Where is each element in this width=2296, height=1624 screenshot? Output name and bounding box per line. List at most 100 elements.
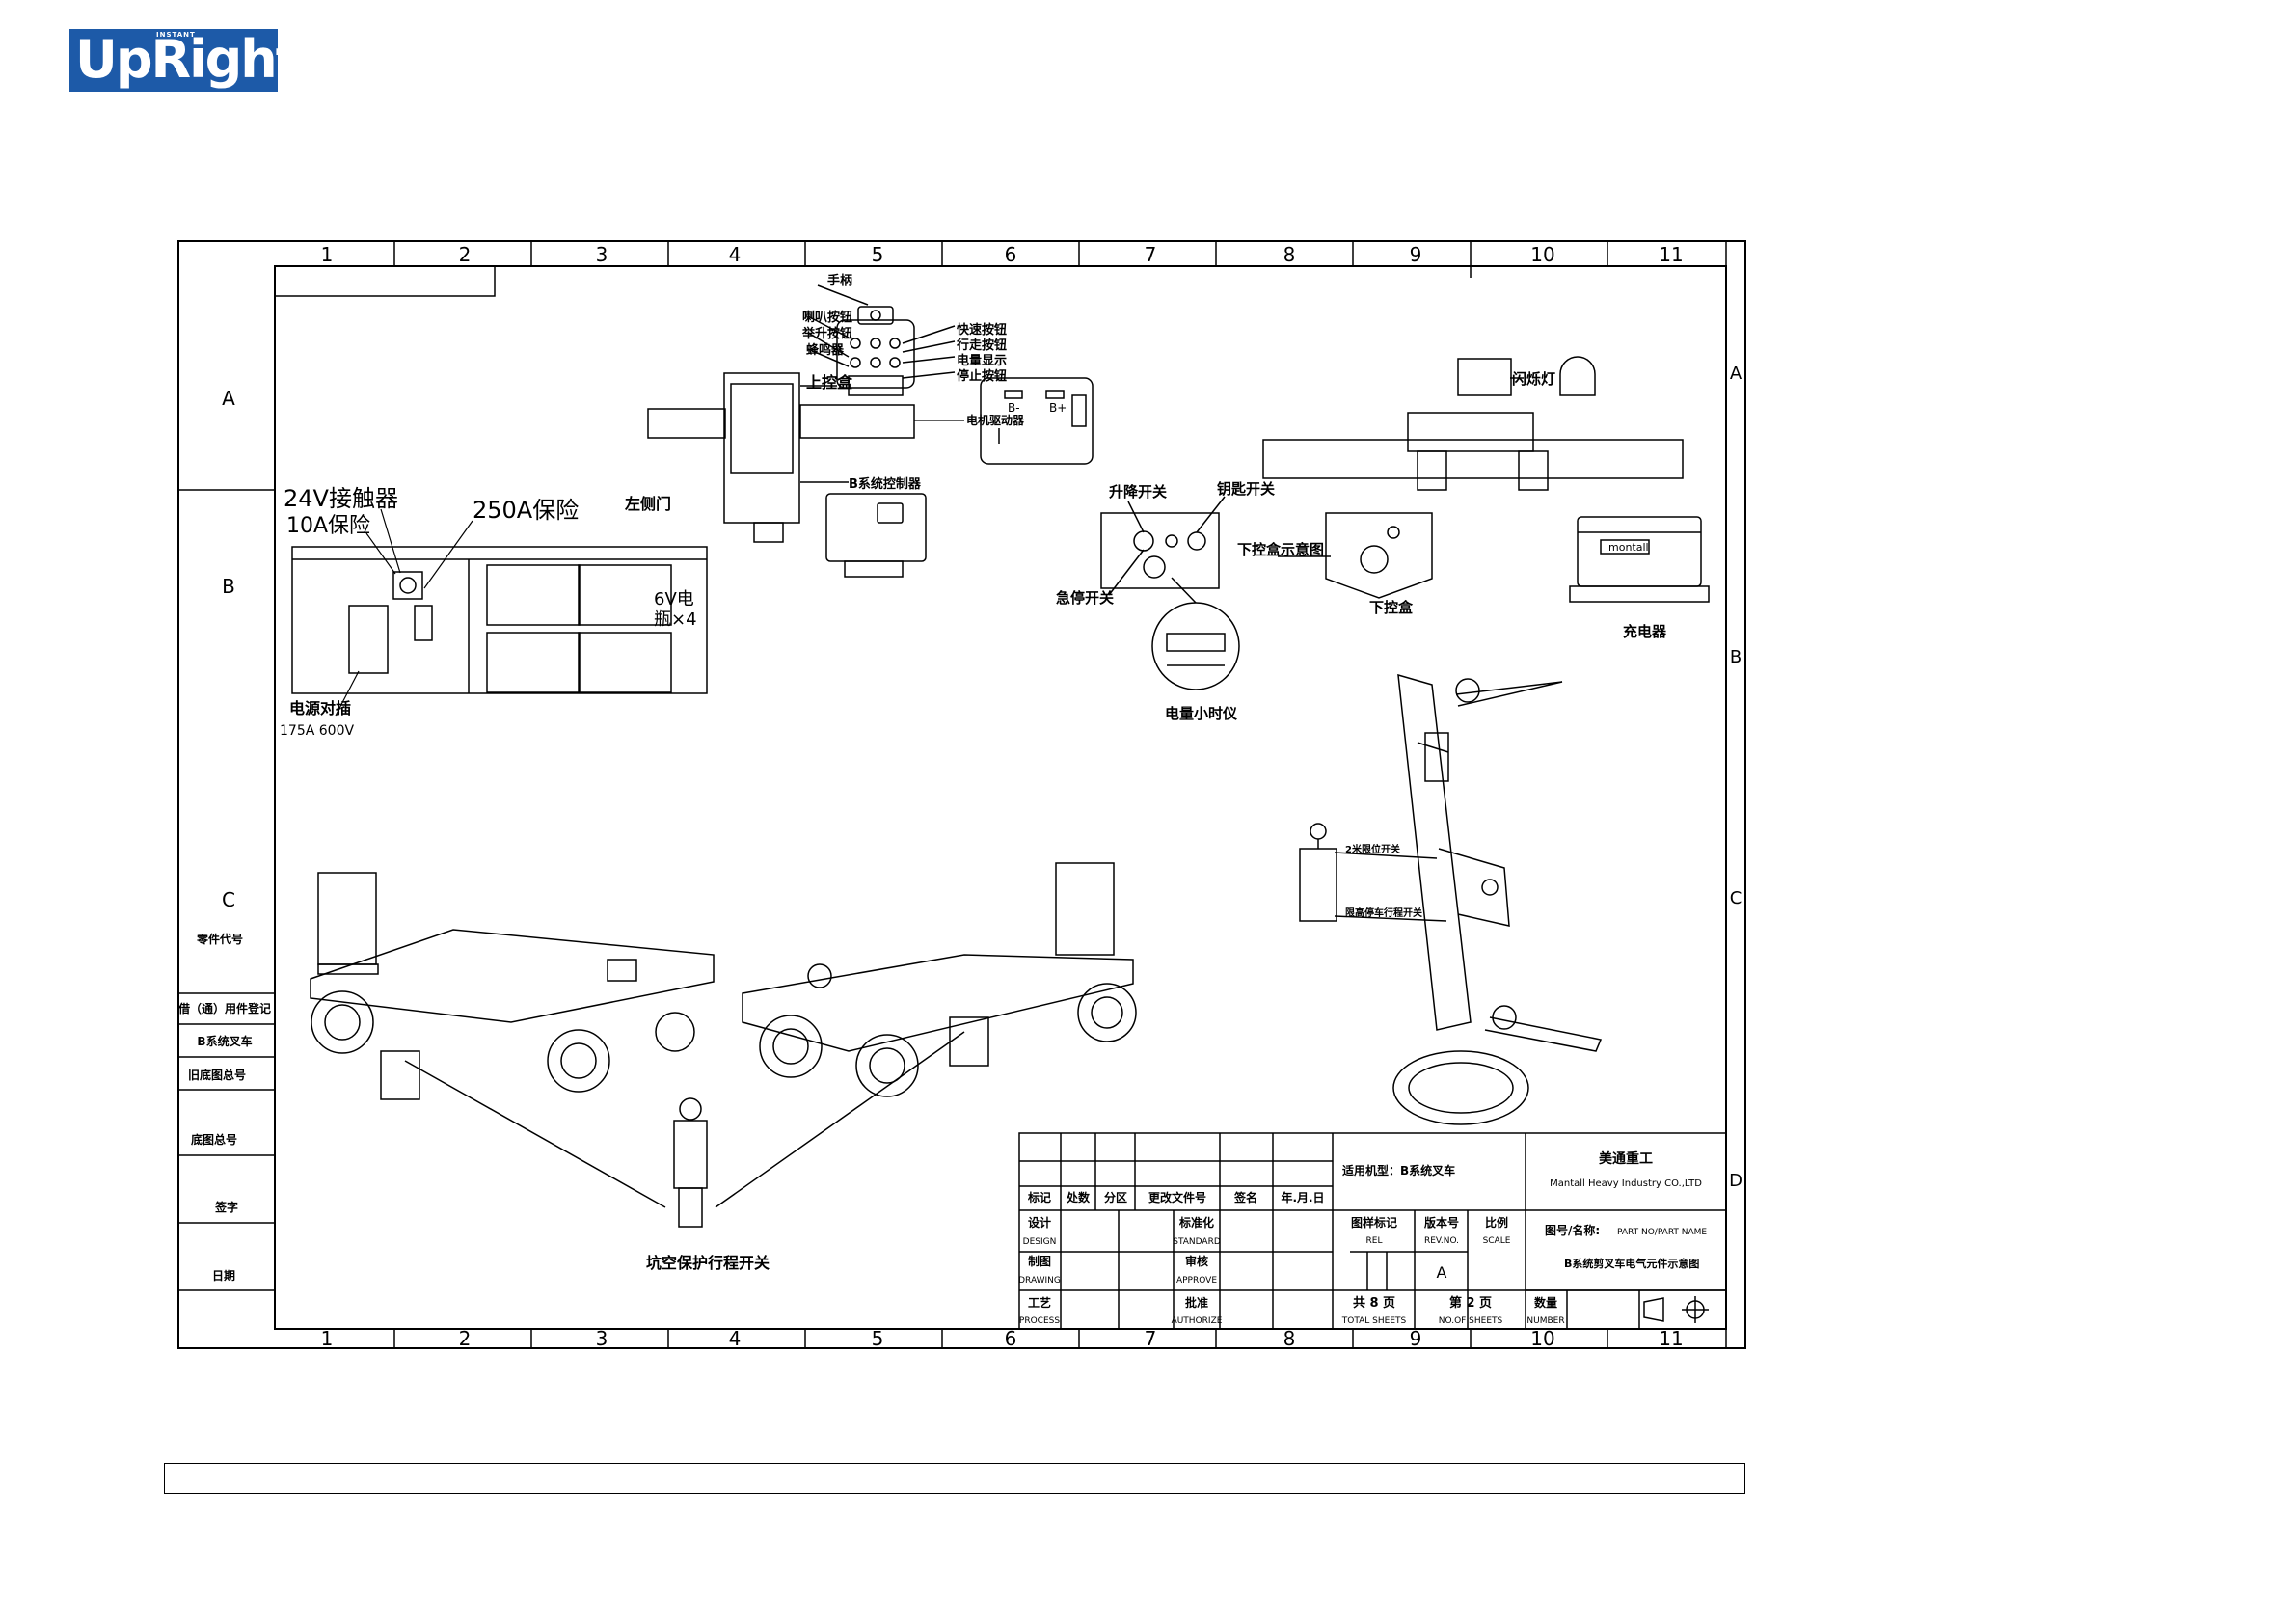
fast-button-label: 快速按钮 <box>957 322 1007 338</box>
b-minus-label: B- <box>1008 401 1020 415</box>
row-d-right: D <box>1729 1171 1742 1191</box>
handle-label: 手柄 <box>827 273 852 288</box>
col-4: 4 <box>729 243 742 266</box>
col-8-bottom: 8 <box>1283 1327 1296 1350</box>
row-b-right: B <box>1730 647 1742 667</box>
platform-rail <box>1262 356 1684 491</box>
logo-brand: UpRight <box>75 29 301 90</box>
left-strip-lines <box>178 489 275 1291</box>
logo-tag: INSTANT <box>156 31 196 39</box>
col-1-bottom: 1 <box>321 1327 334 1350</box>
tb-date: 年.月.日 <box>1281 1190 1324 1204</box>
tb-applicable: 适用机型： <box>1342 1163 1400 1177</box>
row-c-right: C <box>1730 888 1742 908</box>
tb-qty: 数量 <box>1534 1295 1557 1310</box>
tb-part-label-en: PART NO/PART NAME <box>1617 1228 1707 1237</box>
lower-control-plate <box>1100 496 1226 596</box>
tb-scale: 比例 <box>1485 1215 1508 1230</box>
tb-part-name: B系统剪叉车电气元件示意图 <box>1564 1257 1699 1270</box>
col-5: 5 <box>872 243 884 266</box>
charger <box>1569 516 1710 603</box>
column-ticks <box>393 241 1608 1348</box>
buzzer-label: 蜂鸣器 <box>806 342 845 358</box>
upper-box-labels: 手柄 喇叭按钮 举升按钮 蜂鸣器 快速按钮 行走按钮 电量显示 停止按钮 <box>801 273 1007 384</box>
tb-count: 处数 <box>1066 1190 1091 1204</box>
chassis-left <box>310 872 715 1100</box>
tb-company-cn: 美通重工 <box>1599 1150 1653 1167</box>
tb-sign: 签名 <box>1233 1190 1257 1204</box>
charger-label: 充电器 <box>1623 623 1667 640</box>
col-9: 9 <box>1410 243 1422 266</box>
tb-authorize: 批准 <box>1185 1295 1208 1310</box>
upper-box-label: 上控盒 <box>806 373 853 392</box>
upright-logo: INSTANT UpRight <box>69 29 301 92</box>
lower-box-diagram <box>1278 512 1433 599</box>
used-in-label: 借（通）用件登记 <box>177 1001 271 1015</box>
tb-rev-en: REV.NO. <box>1424 1236 1459 1246</box>
tb-qty-en: NUMBER <box>1526 1316 1564 1326</box>
hour-meter-label: 电量小时仪 <box>1165 705 1238 722</box>
tb-zone: 分区 <box>1104 1190 1127 1204</box>
col-2-bottom: 2 <box>459 1327 472 1350</box>
lift-button-label: 举升按钮 <box>801 326 852 341</box>
row-c: C <box>222 888 235 911</box>
lower-box-diagram-label: 下控盒示意图 <box>1237 541 1324 558</box>
charger-brand: montall <box>1608 541 1649 554</box>
col-6-bottom: 6 <box>1005 1327 1017 1350</box>
plug-spec-label: 175A 600V <box>280 723 354 739</box>
tb-design: 设计 <box>1028 1215 1051 1230</box>
estop-switch-label: 急停开关 <box>1056 589 1114 607</box>
contactor-label: 24V接触器 <box>284 485 398 512</box>
scissor-labels: 2米限位开关 限高停车行程开关 <box>1345 843 1422 919</box>
tb-drawing: 制图 <box>1028 1254 1051 1268</box>
tb-approve: 审核 <box>1185 1254 1208 1268</box>
tb-sheet-no-en: NO.OF SHEETS <box>1439 1316 1503 1326</box>
b-controller <box>800 481 927 578</box>
battery-box <box>291 546 708 694</box>
row-b: B <box>222 575 235 598</box>
col-11-bottom: 11 <box>1659 1327 1683 1350</box>
cabinet-labels: 上控盒 左侧门 <box>624 373 853 513</box>
title-block-left-aligned: 适用机型： B系统叉车 图号/名称: PART NO/PART NAME B系统… <box>1342 1163 1707 1270</box>
card-labels: B- B+ <box>1008 401 1067 415</box>
key-switch-label: 钥匙开关 <box>1217 480 1275 498</box>
pothole-switch <box>404 1031 965 1228</box>
column-labels-bottom: 1 2 3 4 5 6 7 8 9 10 11 <box>321 1327 1684 1350</box>
col-7: 7 <box>1145 243 1157 266</box>
signature-label: 签字 <box>214 1200 238 1214</box>
tb-standard: 标准化 <box>1178 1215 1214 1230</box>
col-4-bottom: 4 <box>729 1327 742 1350</box>
col-9-bottom: 9 <box>1410 1327 1422 1350</box>
stop-button-label: 停止按钮 <box>957 368 1007 384</box>
fuse-250a-label: 250A保险 <box>473 497 579 524</box>
tb-authorize-en: AUTHORIZE <box>1172 1316 1223 1326</box>
col-7-bottom: 7 <box>1145 1327 1157 1350</box>
col-1: 1 <box>321 243 334 266</box>
old-drawing-label: 旧底图总号 <box>188 1068 246 1082</box>
tb-standard-en: STANDARD <box>1173 1237 1221 1247</box>
horn-button-label: 喇叭按钮 <box>802 310 852 325</box>
cabinet <box>647 372 915 543</box>
col-2: 2 <box>459 243 472 266</box>
tb-scale-en: SCALE <box>1483 1236 1511 1246</box>
power-plug-label: 电源对插 <box>289 699 351 717</box>
tb-rev: 版本号 <box>1424 1215 1459 1230</box>
battery-labels: 24V接触器 10A保险 250A保险 6V电 瓶×4 电源对插 175A 60… <box>280 485 697 739</box>
date-label: 日期 <box>212 1268 235 1283</box>
pothole-limit-label: 限高停车行程开关 <box>1345 907 1422 919</box>
tb-rel: 图样标记 <box>1351 1215 1397 1230</box>
tb-applicable-value: B系统叉车 <box>1400 1163 1455 1177</box>
pothole-switch-label: 坑空保护行程开关 <box>646 1254 770 1272</box>
walk-button-label: 行走按钮 <box>956 338 1007 353</box>
fuse-10a-label: 10A保险 <box>286 514 370 538</box>
battery-label: 6V电 <box>654 589 694 609</box>
limit-switch-2m-label: 2米限位开关 <box>1345 843 1400 855</box>
col-5-bottom: 5 <box>872 1327 884 1350</box>
col-10-bottom: 10 <box>1530 1327 1554 1350</box>
lift-switch-label: 升降开关 <box>1109 483 1167 501</box>
row-labels-right: A B C D <box>1729 364 1742 1191</box>
col-3: 3 <box>596 243 608 266</box>
battery-leaders <box>335 508 473 717</box>
tb-process: 工艺 <box>1028 1295 1051 1310</box>
